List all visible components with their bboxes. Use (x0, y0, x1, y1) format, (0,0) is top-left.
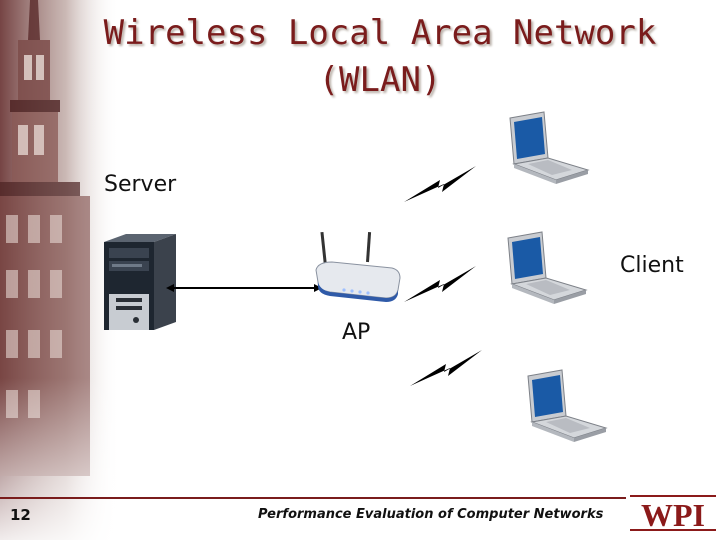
laptop-icon-2 (507, 231, 588, 304)
page-number: 12 (10, 506, 31, 524)
ethernet-cable (166, 284, 322, 292)
ap-label: AP (342, 320, 371, 345)
server-icon (104, 234, 176, 330)
laptop-icon-1 (509, 111, 590, 184)
wireless-link-icon-2 (404, 266, 476, 302)
wpi-logo: WPI (626, 486, 720, 536)
laptop-icon-3 (527, 369, 608, 442)
slide-title-line2: (WLAN) (318, 60, 442, 100)
footer-rule (0, 497, 720, 499)
wireless-link-icon-1 (404, 166, 476, 202)
footer-text: Performance Evaluation of Computer Netwo… (258, 507, 604, 522)
wpi-logo-text: WPI (641, 497, 705, 533)
access-point-icon (315, 231, 401, 302)
wireless-link-icon-3 (410, 350, 482, 386)
server-label: Server (104, 172, 177, 197)
building-photo (0, 0, 120, 540)
client-label: Client (620, 253, 684, 278)
slide-title-line1: Wireless Local Area Network (103, 13, 657, 53)
